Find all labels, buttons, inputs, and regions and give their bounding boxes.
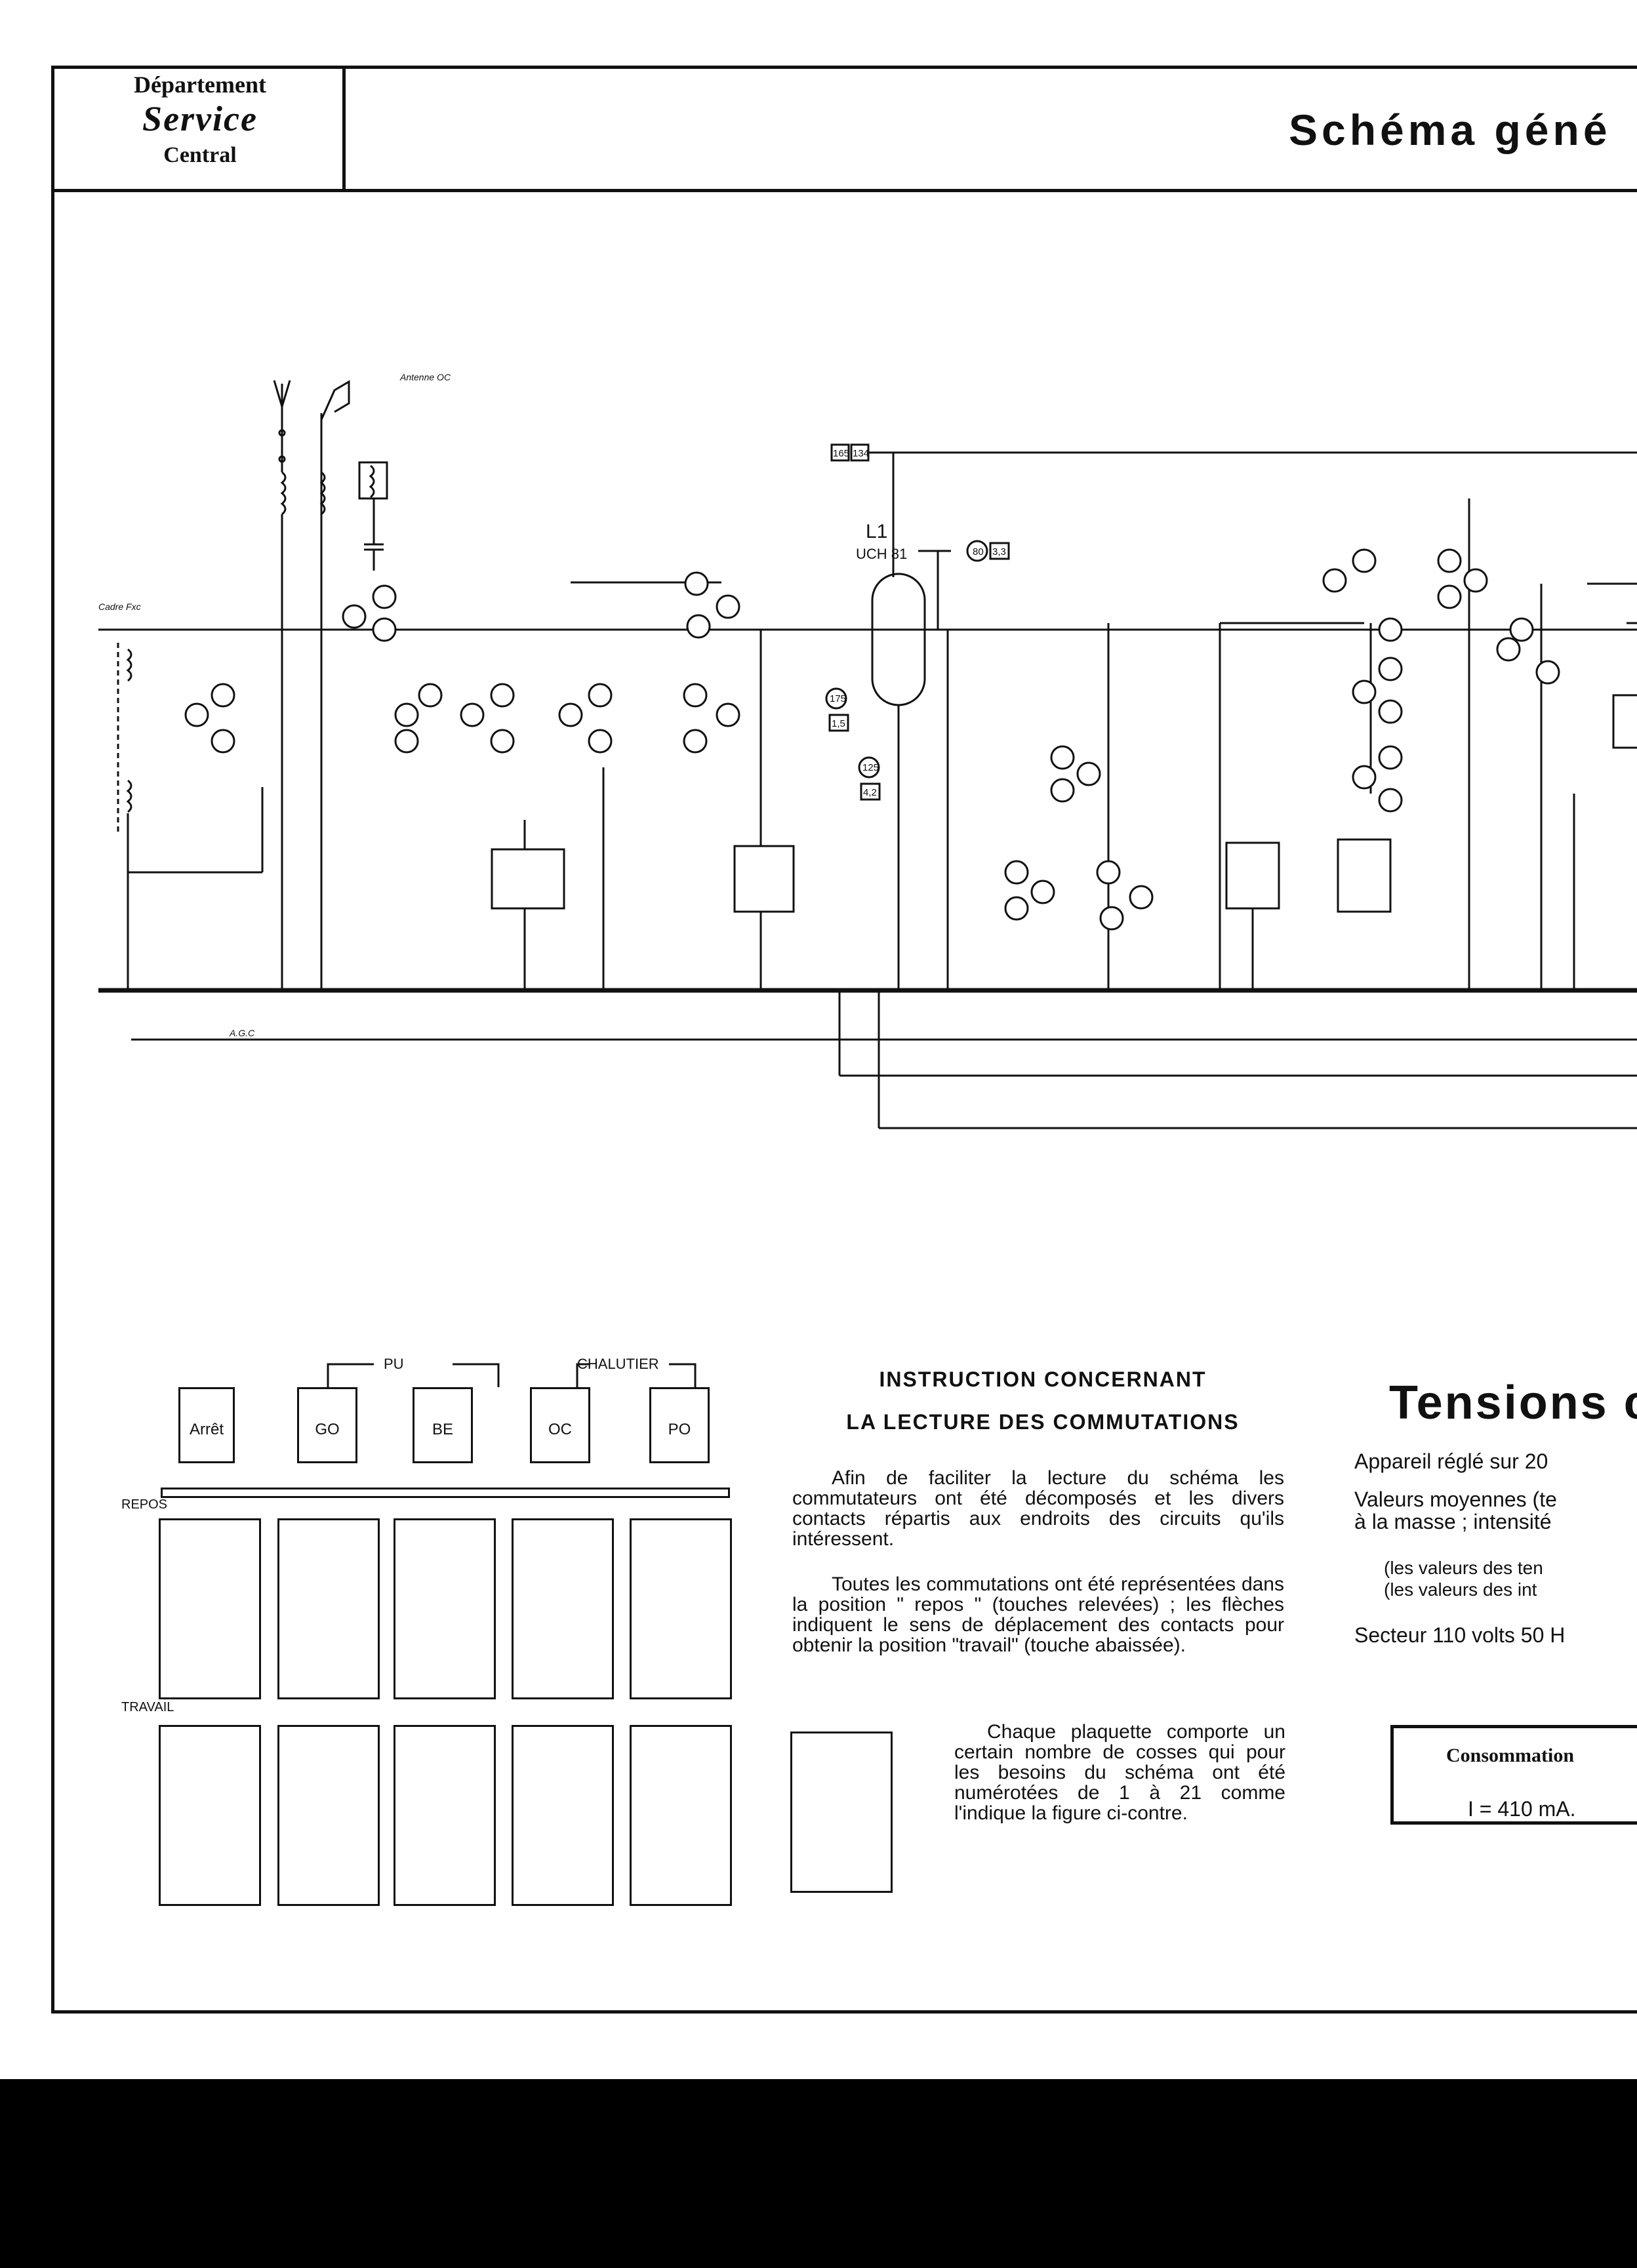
pu-label: PU [384,1356,404,1372]
button-oc[interactable]: OC [530,1387,590,1463]
svg-text:4,2: 4,2 [863,787,877,798]
instruction-heading-2: LA LECTURE DES COMMUTATIONS [846,1410,1240,1434]
svg-text:175: 175 [830,693,846,704]
svg-text:134: 134 [853,448,869,459]
plate-travail-po [630,1725,732,1906]
tensions-line-6: Secteur 110 volts 50 H [1354,1623,1566,1647]
department-label: Département [134,71,266,98]
svg-text:80: 80 [973,546,984,557]
plate-travail-oc [512,1725,614,1906]
instruction-paragraph-1: Afin de faciliter la lecture du schéma l… [792,1467,1284,1550]
page-title: Schéma géné [1289,106,1611,154]
tensions-line-2: Valeurs moyennes (te [1354,1488,1557,1511]
tensions-line-1: Appareil réglé sur 20 [1354,1449,1548,1473]
plate-repos-arret [159,1518,261,1699]
plate-repos-oc [512,1518,614,1699]
header-divider [342,66,346,190]
svg-text:L1: L1 [866,521,887,542]
button-po[interactable]: PO [649,1387,710,1463]
repos-label: REPOS [121,1497,168,1512]
svg-text:UCH 81: UCH 81 [856,546,907,562]
consumption-value: I = 410 mA. [1468,1797,1576,1821]
tensions-line-4: (les valeurs des ten [1384,1558,1543,1578]
svg-text:A.G.C: A.G.C [229,1028,255,1038]
tensions-title: Tensions c [1389,1377,1637,1429]
scan-bottom-band [0,2079,1637,2268]
service-label: Service [142,99,258,138]
svg-text:3,3: 3,3 [992,546,1006,557]
tensions-line-5: (les valeurs des int [1384,1579,1537,1600]
svg-text:165: 165 [833,448,849,459]
instruction-paragraph-3: Chaque plaquette comporte un certain nom… [954,1721,1285,1824]
button-arret[interactable]: Arrêt [178,1387,235,1463]
header-rule [51,189,1637,192]
plate-travail-arret [159,1725,261,1906]
plate-repos-po [630,1518,732,1699]
button-go[interactable]: GO [297,1387,357,1463]
plate-travail-go [277,1725,380,1906]
tensions-line-3: à la masse ; intensité [1354,1510,1552,1533]
plate-numbering-figure [790,1731,893,1893]
travail-label: TRAVAIL [121,1700,174,1714]
svg-text:125: 125 [862,762,879,773]
instruction-heading-1: INSTRUCTION CONCERNANT [879,1367,1207,1391]
consumption-title: Consommation [1446,1745,1575,1766]
svg-text:1,5: 1,5 [832,718,845,729]
chalutier-label: CHALUTIER [577,1356,659,1372]
svg-text:Antenne OC: Antenne OC [399,372,451,382]
page-border [51,66,1637,2014]
instruction-paragraph-2: Toutes les commutations ont été représen… [792,1573,1284,1656]
consumption-box [1390,1725,1637,1825]
plate-repos-go [277,1518,380,1699]
svg-text:Cadre Fxc: Cadre Fxc [98,601,141,612]
central-label: Central [163,143,237,167]
switch-connectors [327,1363,697,1387]
plate-travail-be [394,1725,496,1906]
plate-repos-be [394,1518,496,1699]
circuit-schematic: 165 134 80 3,3 175 1,5 125 4,2 L1 UCH 81… [98,372,1637,1129]
button-be[interactable]: BE [413,1387,473,1463]
switch-bar [161,1488,730,1498]
